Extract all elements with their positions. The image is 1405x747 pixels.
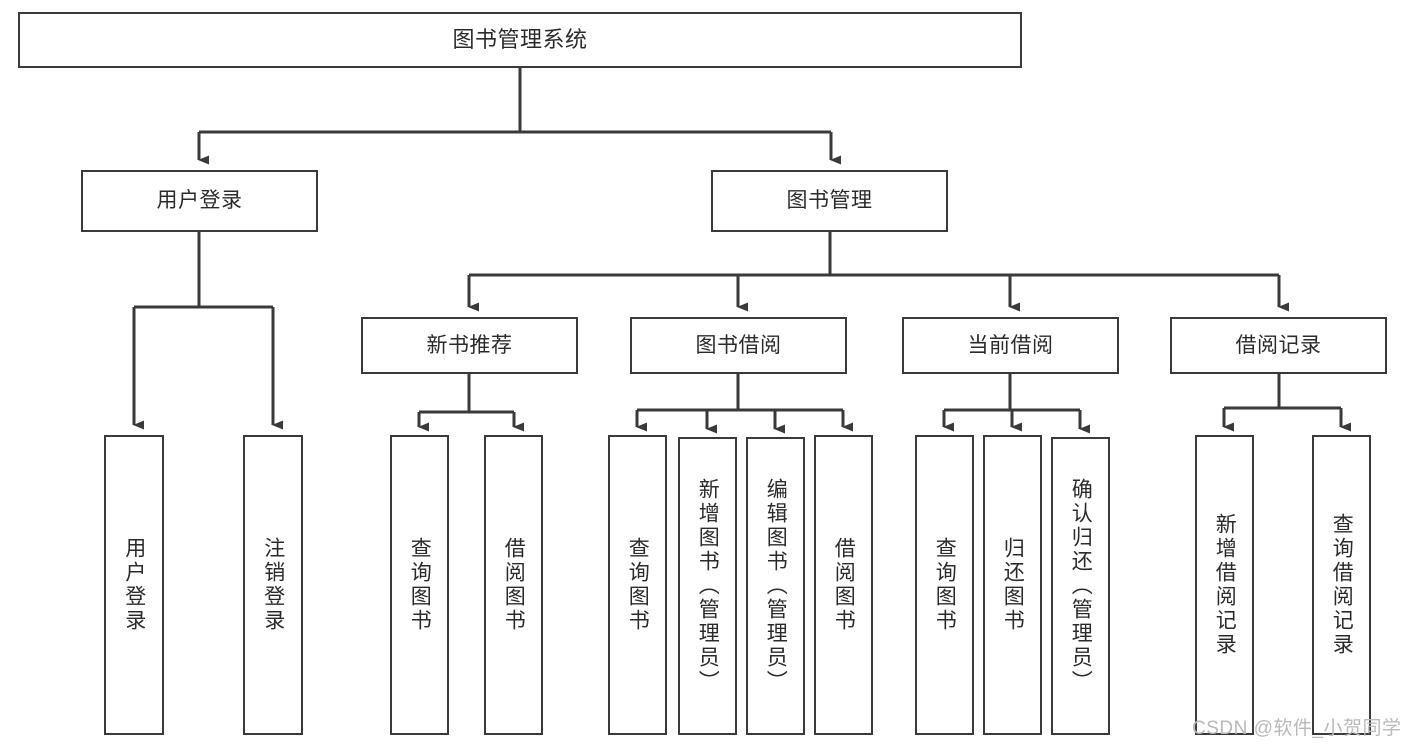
node-book-borrow[interactable]: 图书借阅 [630,317,847,374]
leaf-query-book-newbook-label: 查询图书 [408,537,432,633]
leaf-user-login[interactable]: 用户登录 [104,435,164,735]
leaf-add-book-admin[interactable]: 新增图书（管理员） [678,437,737,735]
leaf-query-book-newbook[interactable]: 查询图书 [390,435,449,735]
leaf-edit-book-admin[interactable]: 编辑图书（管理员） [746,437,805,735]
leaf-logout-label: 注销登录 [261,537,285,633]
leaf-add-borrow-record[interactable]: 新增借阅记录 [1195,435,1254,735]
node-current-borrow[interactable]: 当前借阅 [902,317,1119,374]
leaf-borrow-book-newbook[interactable]: 借阅图书 [484,435,543,735]
node-new-book-recommend-label: 新书推荐 [426,333,513,357]
leaf-query-book-borrow-label: 查询图书 [626,537,650,633]
leaf-confirm-return-admin[interactable]: 确认归还（管理员） [1051,437,1110,735]
csdn-watermark: CSDN @软件_小贺同学 [1192,718,1402,739]
node-book-borrow-label: 图书借阅 [695,333,782,357]
node-borrow-record-label: 借阅记录 [1235,333,1322,357]
leaf-return-book-label: 归还图书 [1001,537,1025,633]
node-book-management[interactable]: 图书管理 [711,170,948,232]
leaf-edit-book-admin-label: 编辑图书（管理员） [764,478,788,694]
leaf-borrow-book[interactable]: 借阅图书 [814,435,873,735]
node-new-book-recommend[interactable]: 新书推荐 [361,317,578,374]
leaf-query-borrow-record-label: 查询借阅记录 [1330,513,1354,657]
node-root-label: 图书管理系统 [452,26,588,52]
node-user-login-label: 用户登录 [156,189,243,213]
node-root[interactable]: 图书管理系统 [18,12,1022,68]
leaf-user-login-label: 用户登录 [122,537,146,633]
node-current-borrow-label: 当前借阅 [967,333,1054,357]
leaf-query-book-current-label: 查询图书 [933,537,957,633]
leaf-query-borrow-record[interactable]: 查询借阅记录 [1312,435,1371,735]
node-user-login[interactable]: 用户登录 [81,170,318,232]
leaf-add-borrow-record-label: 新增借阅记录 [1213,513,1237,657]
leaf-return-book[interactable]: 归还图书 [983,435,1042,735]
leaf-borrow-book-newbook-label: 借阅图书 [502,537,526,633]
leaf-logout[interactable]: 注销登录 [243,435,303,735]
leaf-borrow-book-label: 借阅图书 [832,537,856,633]
leaf-add-book-admin-label: 新增图书（管理员） [696,478,720,694]
node-borrow-record[interactable]: 借阅记录 [1170,317,1387,374]
leaf-query-book-current[interactable]: 查询图书 [915,435,974,735]
leaf-confirm-return-admin-label: 确认归还（管理员） [1069,478,1093,694]
leaf-query-book-borrow[interactable]: 查询图书 [608,435,667,735]
node-book-management-label: 图书管理 [786,189,873,213]
